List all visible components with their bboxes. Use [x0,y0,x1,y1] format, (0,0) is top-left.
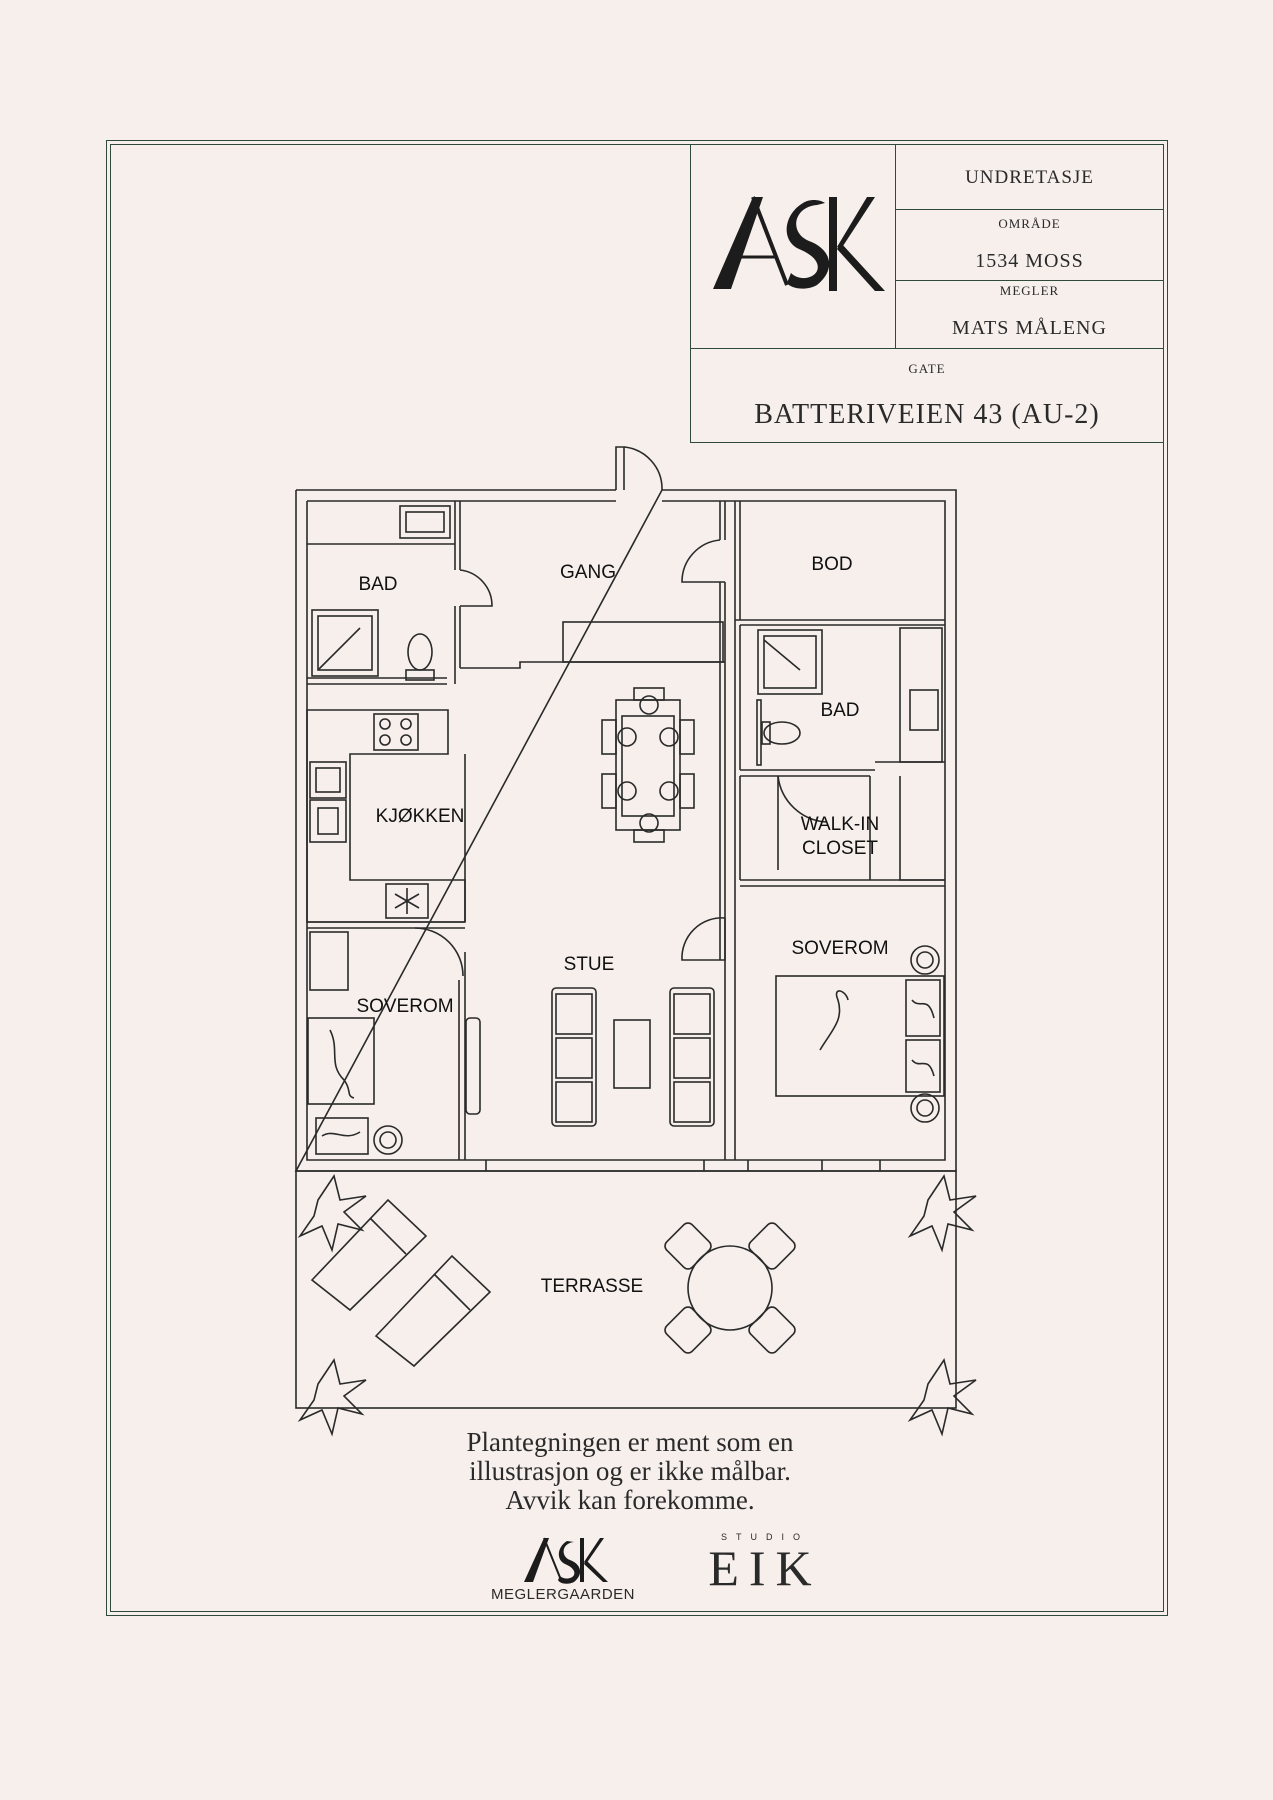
sun-lounger-2 [374,1254,492,1368]
round-table [664,1222,796,1354]
page-frame-outer [106,140,1168,1616]
ask-logo-small [524,1537,608,1584]
disclaimer-line-1: Plantegningen er ment som en [466,1427,794,1457]
broker-value: MATS MÅLENG [952,317,1107,339]
room-label-soverom-2: SOVEROM [791,938,888,959]
street-value: BATTERIVEIEN 43 (AU-2) [754,399,1100,430]
room-label-bad-2: BAD [820,700,859,721]
page-frame-inner [110,144,1164,1612]
disclaimer-line-3: Avvik kan forekomme. [505,1485,755,1515]
street-label: GATE [908,361,946,376]
room-label-walkin-1: WALK-IN [801,814,879,835]
entry-door [615,446,625,490]
plant-icons [297,1174,977,1437]
ask-meglergaarden-logo: MEGLERGAARDEN [488,1532,638,1608]
room-label-walkin-2: CLOSET [802,838,878,859]
floor-name: UNDRETASJE [965,167,1094,188]
broker-cell: MEGLER MATS MÅLENG [895,280,1164,349]
room-label-gang: GANG [560,562,616,583]
studio-eik-logo: STUDIO EIK [700,1532,830,1608]
room-label-stue: STUE [564,954,615,975]
broker-label: MEGLER [999,283,1060,298]
ask-logo [713,196,885,291]
street-cell: GATE BATTERIVEIEN 43 (AU-2) [690,348,1164,443]
disclaimer: Plantegningen er ment som en illustrasjo… [380,1428,880,1515]
room-label-bad-1: BAD [358,574,397,595]
room-label-terrasse: TERRASSE [541,1276,643,1297]
eik-top-text: STUDIO [720,1532,809,1542]
room-label-soverom-1: SOVEROM [356,996,453,1017]
room-label-kjokken: KJØKKEN [376,806,465,827]
stove-icon [373,713,419,751]
title-block: UNDRETASJE OMRÅDE 1534 MOSS MEGLER MATS … [690,144,1164,443]
sun-lounger-1 [310,1198,428,1312]
dining-chairs [601,687,695,843]
area-label: OMRÅDE [998,216,1061,231]
fridge-icon [385,883,429,919]
area-cell: OMRÅDE 1534 MOSS [895,209,1164,281]
area-value: 1534 MOSS [975,250,1084,272]
disclaimer-line-2: illustrasjon og er ikke målbar. [469,1456,791,1486]
eik-main-text: EIK [708,1540,822,1596]
room-label-bod: BOD [811,554,852,575]
ask-sub-text: MEGLERGAARDEN [490,1586,636,1603]
